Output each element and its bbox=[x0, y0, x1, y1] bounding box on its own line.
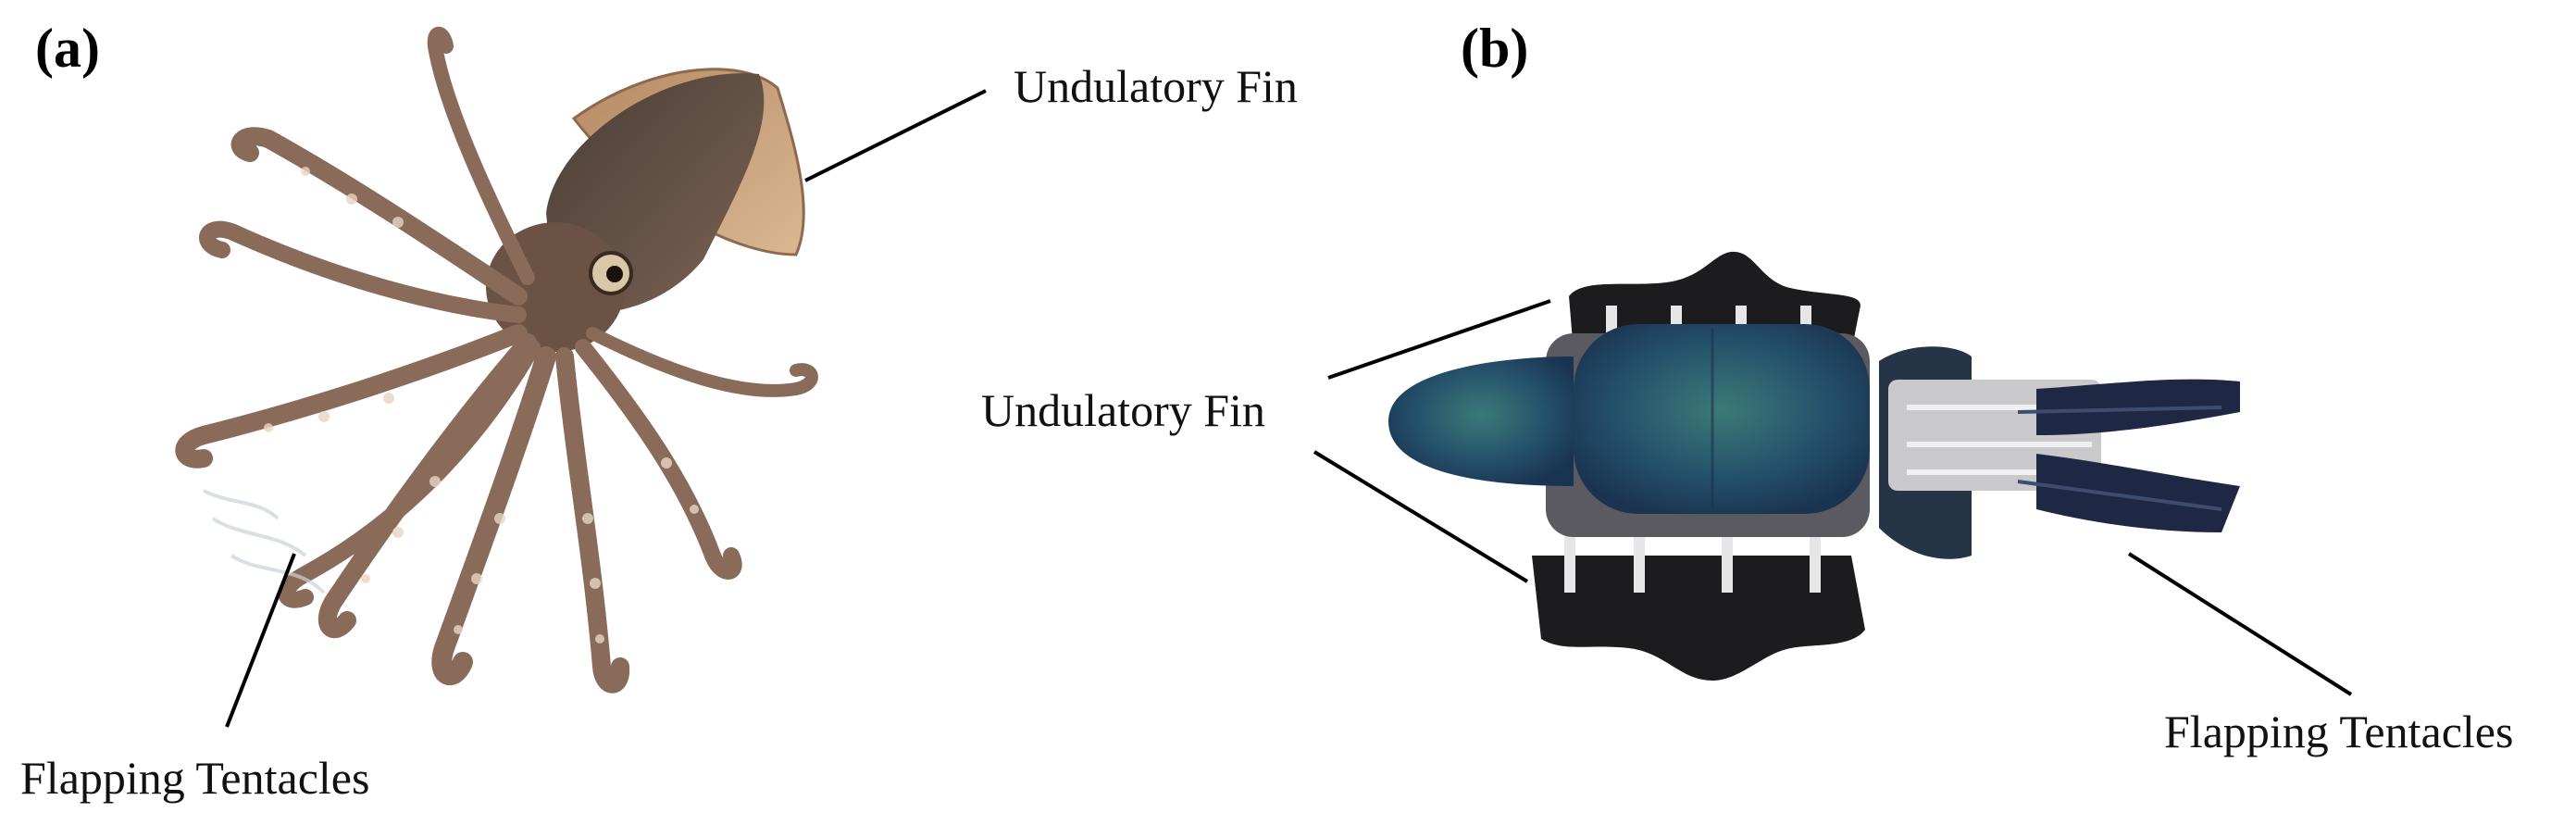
callout-flapping-tentacles-b: Flapping Tentacles bbox=[2164, 706, 2514, 757]
robot-nose bbox=[1388, 356, 1574, 486]
leader-line-tentacles-a bbox=[225, 553, 296, 728]
water-wisps bbox=[203, 489, 326, 594]
panel-label-b: (b) bbox=[1461, 18, 1529, 79]
robot-shell bbox=[1574, 324, 1870, 514]
robot-fin-rods bbox=[1564, 306, 1821, 593]
panel-label-a: (a) bbox=[35, 18, 100, 79]
leader-line-fin-a bbox=[804, 89, 987, 182]
robot-tentacle-upper bbox=[2036, 379, 2240, 435]
squid-tentacles bbox=[175, 26, 818, 694]
leader-line-tentacles-b bbox=[2127, 552, 2353, 696]
robot-fin-bottom bbox=[1532, 556, 1865, 681]
squid-illustration bbox=[175, 26, 818, 694]
leader-line-fin-b-bottom bbox=[1313, 450, 1529, 583]
leader-line-fin-b-top bbox=[1327, 299, 1551, 380]
squid-suckers bbox=[264, 167, 699, 644]
robotic-squid-photo bbox=[1388, 251, 2240, 681]
callout-undulatory-fin-a: Undulatory Fin bbox=[1014, 60, 1298, 112]
callout-undulatory-fin-b: Undulatory Fin bbox=[981, 384, 1265, 436]
robot-tentacle-lower bbox=[2036, 454, 2240, 532]
callout-flapping-tentacles-a: Flapping Tentacles bbox=[20, 752, 370, 804]
